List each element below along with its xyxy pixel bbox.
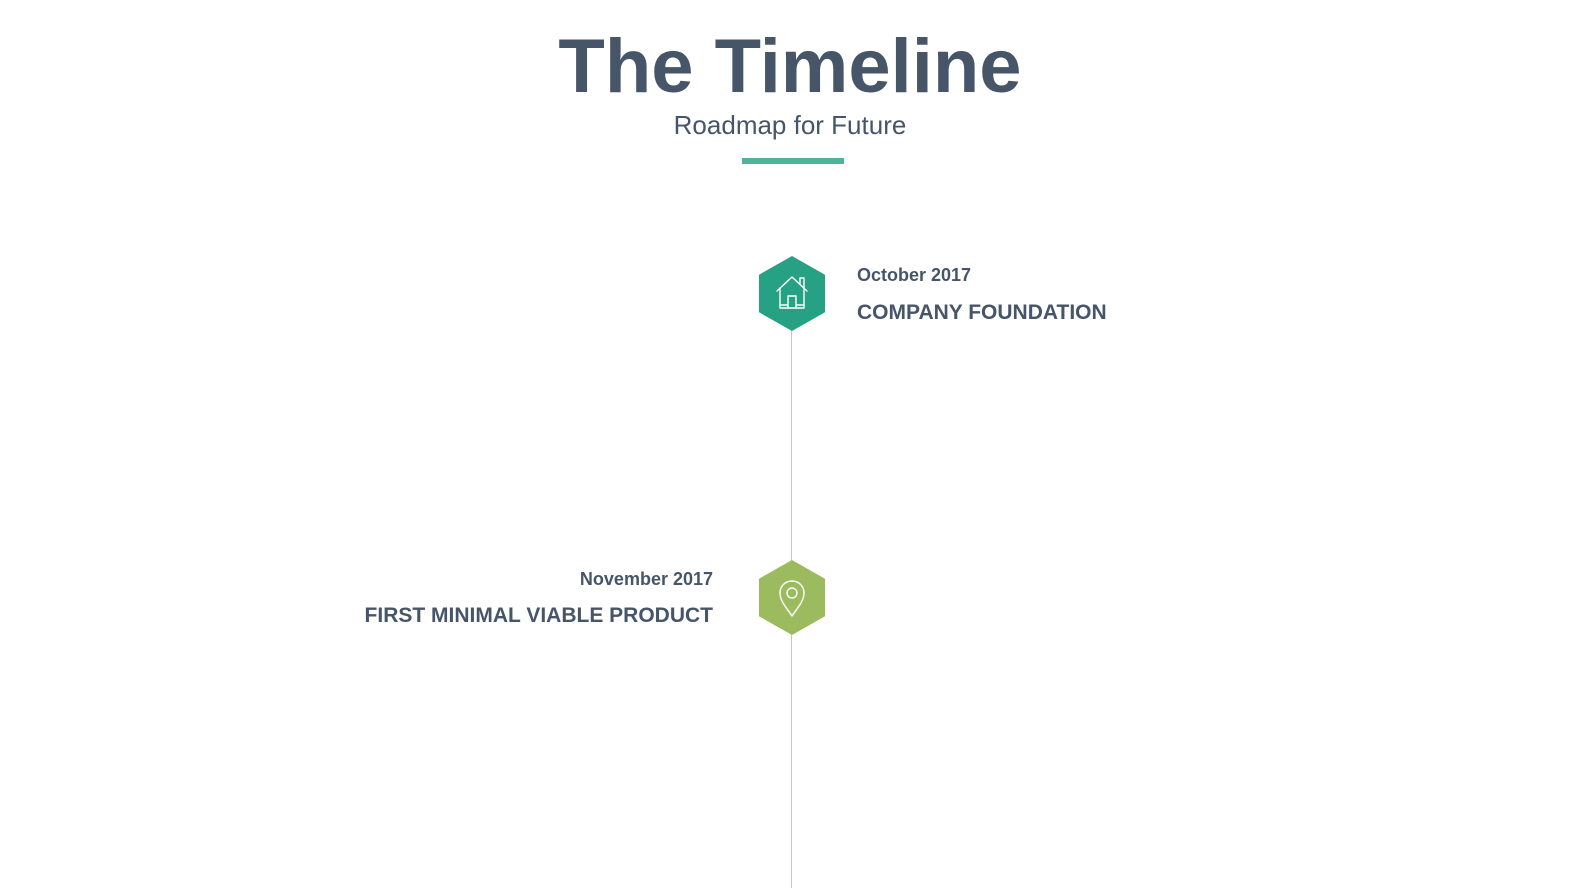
timeline-marker-2 bbox=[759, 560, 825, 635]
event-date: November 2017 bbox=[579, 569, 713, 589]
event-title: COMPANY FOUNDATION bbox=[857, 301, 1107, 324]
event-title: FIRST MINIMAL VIABLE PRODUCT bbox=[364, 604, 713, 627]
event-date: October 2017 bbox=[857, 265, 972, 285]
location-pin-icon bbox=[779, 580, 805, 617]
page-subtitle: Roadmap for Future bbox=[673, 110, 907, 140]
house-icon bbox=[776, 276, 808, 309]
page-title: The Timeline bbox=[558, 24, 1022, 109]
title-underline bbox=[742, 158, 844, 164]
timeline-marker-1 bbox=[759, 256, 825, 331]
